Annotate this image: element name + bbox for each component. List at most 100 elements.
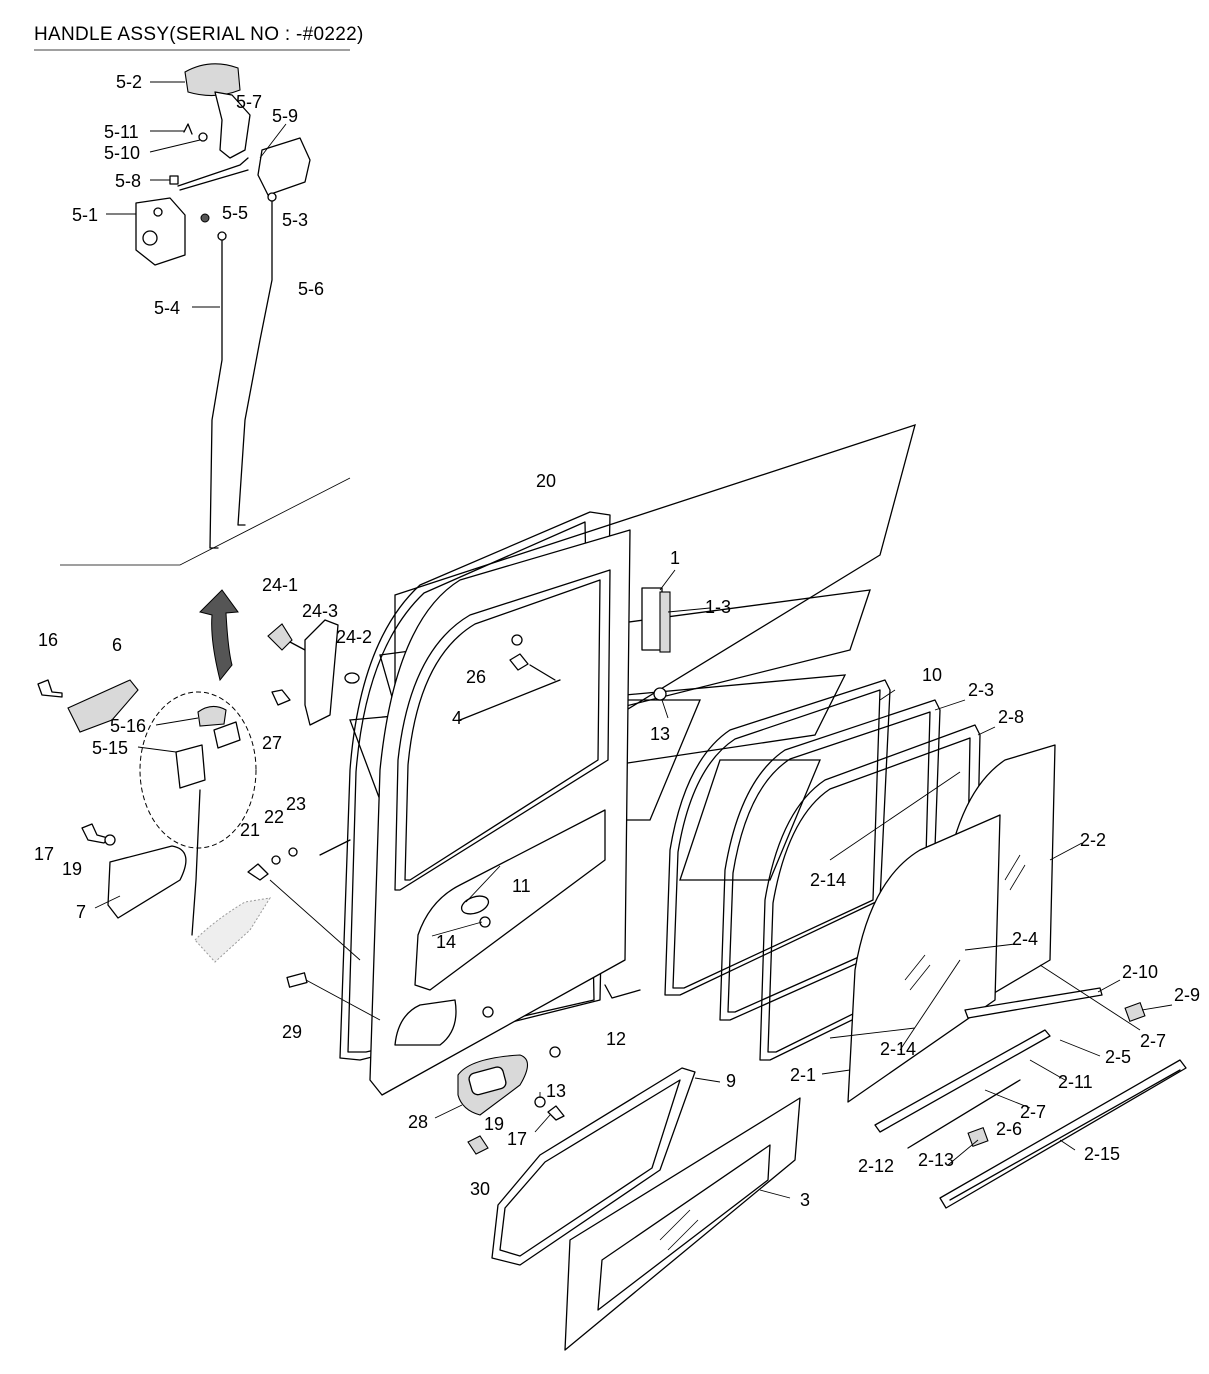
seal-20-inner [347,521,595,1053]
callout-24-1: 24-1 [262,575,298,595]
callout-24-2: 24-2 [336,627,372,647]
callout-16: 16 [38,630,58,650]
callout-9: 9 [726,1071,736,1091]
rod-5-4 [209,237,223,549]
callout-24-3: 24-3 [302,601,338,621]
callout-23: 23 [286,794,306,814]
callout-6: 6 [112,635,122,655]
washer-19 [104,834,116,846]
callout-5-8: 5-8 [115,171,141,191]
grip-11 [460,895,490,915]
rod-12 [604,984,641,999]
diagram-title: HANDLE ASSY(SERIAL NO : -#0222) [34,24,364,45]
plate-5-16 [213,721,241,749]
door-panel [369,529,631,1096]
washer-22 [271,855,281,865]
frame-2-3 [719,699,941,1021]
callout-5-4: 5-4 [154,298,180,318]
block-2-9 [1124,1001,1146,1023]
cable-5-15 [191,789,201,936]
seal-9 [491,1067,696,1266]
strip-4 [459,679,561,721]
callout-27: 27 [262,733,282,753]
seal-20 [339,511,611,1061]
callout-2-12: 2-12 [858,1156,894,1176]
callout-13-b: 13 [546,1081,566,1101]
callout-5-11: 5-11 [104,122,139,142]
callout-labels: 5-2 5-7 5-9 5-11 5-10 5-8 5-1 5-5 5-3 5-… [34,72,1200,1210]
bottom-parts [457,1054,801,1351]
callout-22: 22 [264,807,284,827]
callout-26: 26 [466,667,486,687]
bolt-21 [247,863,269,881]
handle-28-inset [468,1066,507,1096]
lower-left-parts [37,589,360,988]
handle-5-16 [197,705,227,727]
callout-3: 3 [800,1190,810,1210]
cover-plate-7 [107,845,187,919]
callout-5-15: 5-15 [92,738,128,758]
window-assy [664,679,1187,1209]
callout-2-14-a: 2-14 [810,870,846,890]
rod-5-3-end [267,192,277,202]
bolt-16 [37,679,63,698]
door-frame [339,511,671,1096]
plug-13-b [511,634,523,646]
handle-assy [135,63,311,549]
callout-1-3: 1-3 [705,597,731,617]
frame-2-8-inner [767,737,971,1053]
callout-2-15: 2-15 [1084,1144,1120,1164]
clip-29 [286,972,308,988]
handle-lever [214,91,251,159]
strip-2-12 [907,1079,1021,1149]
callout-5-10: 5-10 [104,143,140,163]
plug-13-a [653,687,667,701]
handle-knob [184,63,241,97]
callout-2-6: 2-6 [996,1119,1022,1139]
hinge-1-3 [659,591,671,653]
seal-9-inner [499,1079,681,1257]
washer-5-10 [198,132,208,142]
rail-2-15-b [949,1069,1181,1201]
callout-2-1: 2-1 [790,1065,816,1085]
callout-10: 10 [922,665,942,685]
shadow-shape [194,897,272,963]
bolt-26 [509,653,529,671]
seal-10 [664,679,891,996]
callout-4: 4 [452,708,462,728]
glass-3 [564,1097,801,1351]
callout-19-b: 19 [484,1114,504,1134]
plug-30 [467,1135,489,1155]
callout-2-14-b: 2-14 [880,1039,916,1059]
block-2-13 [967,1126,989,1148]
leader-lines [94,81,1173,1199]
door-window-inner [404,579,601,881]
nut-5-5 [200,213,210,223]
frame-2-3-inner [727,711,931,1013]
cover-6 [67,679,139,733]
seal-10-inner [672,689,881,989]
cap-24-2 [344,672,360,684]
link-rod-2 [179,169,249,191]
callout-29: 29 [282,1022,302,1042]
latch-5-15 [175,744,206,789]
plug-13-d [549,1046,561,1058]
plug-14 [479,916,491,928]
knob-24-3 [267,623,293,651]
washer-19-b [534,1096,546,1108]
door-handle-recess [394,999,457,1046]
lock-body [135,197,186,266]
strip-2-10 [964,987,1103,1019]
mounting-plate [257,137,311,196]
callout-2-5: 2-5 [1105,1047,1131,1067]
callout-17-a: 17 [34,844,54,864]
bolt-27 [271,689,291,706]
callout-1: 1 [670,548,680,568]
callout-2-4: 2-4 [1012,929,1038,949]
lock-hole-2 [153,207,163,217]
callout-2-7-a: 2-7 [1140,1031,1166,1051]
callout-5-5: 5-5 [222,203,248,223]
hinge-1 [641,587,663,651]
inset-boundary [60,477,351,566]
